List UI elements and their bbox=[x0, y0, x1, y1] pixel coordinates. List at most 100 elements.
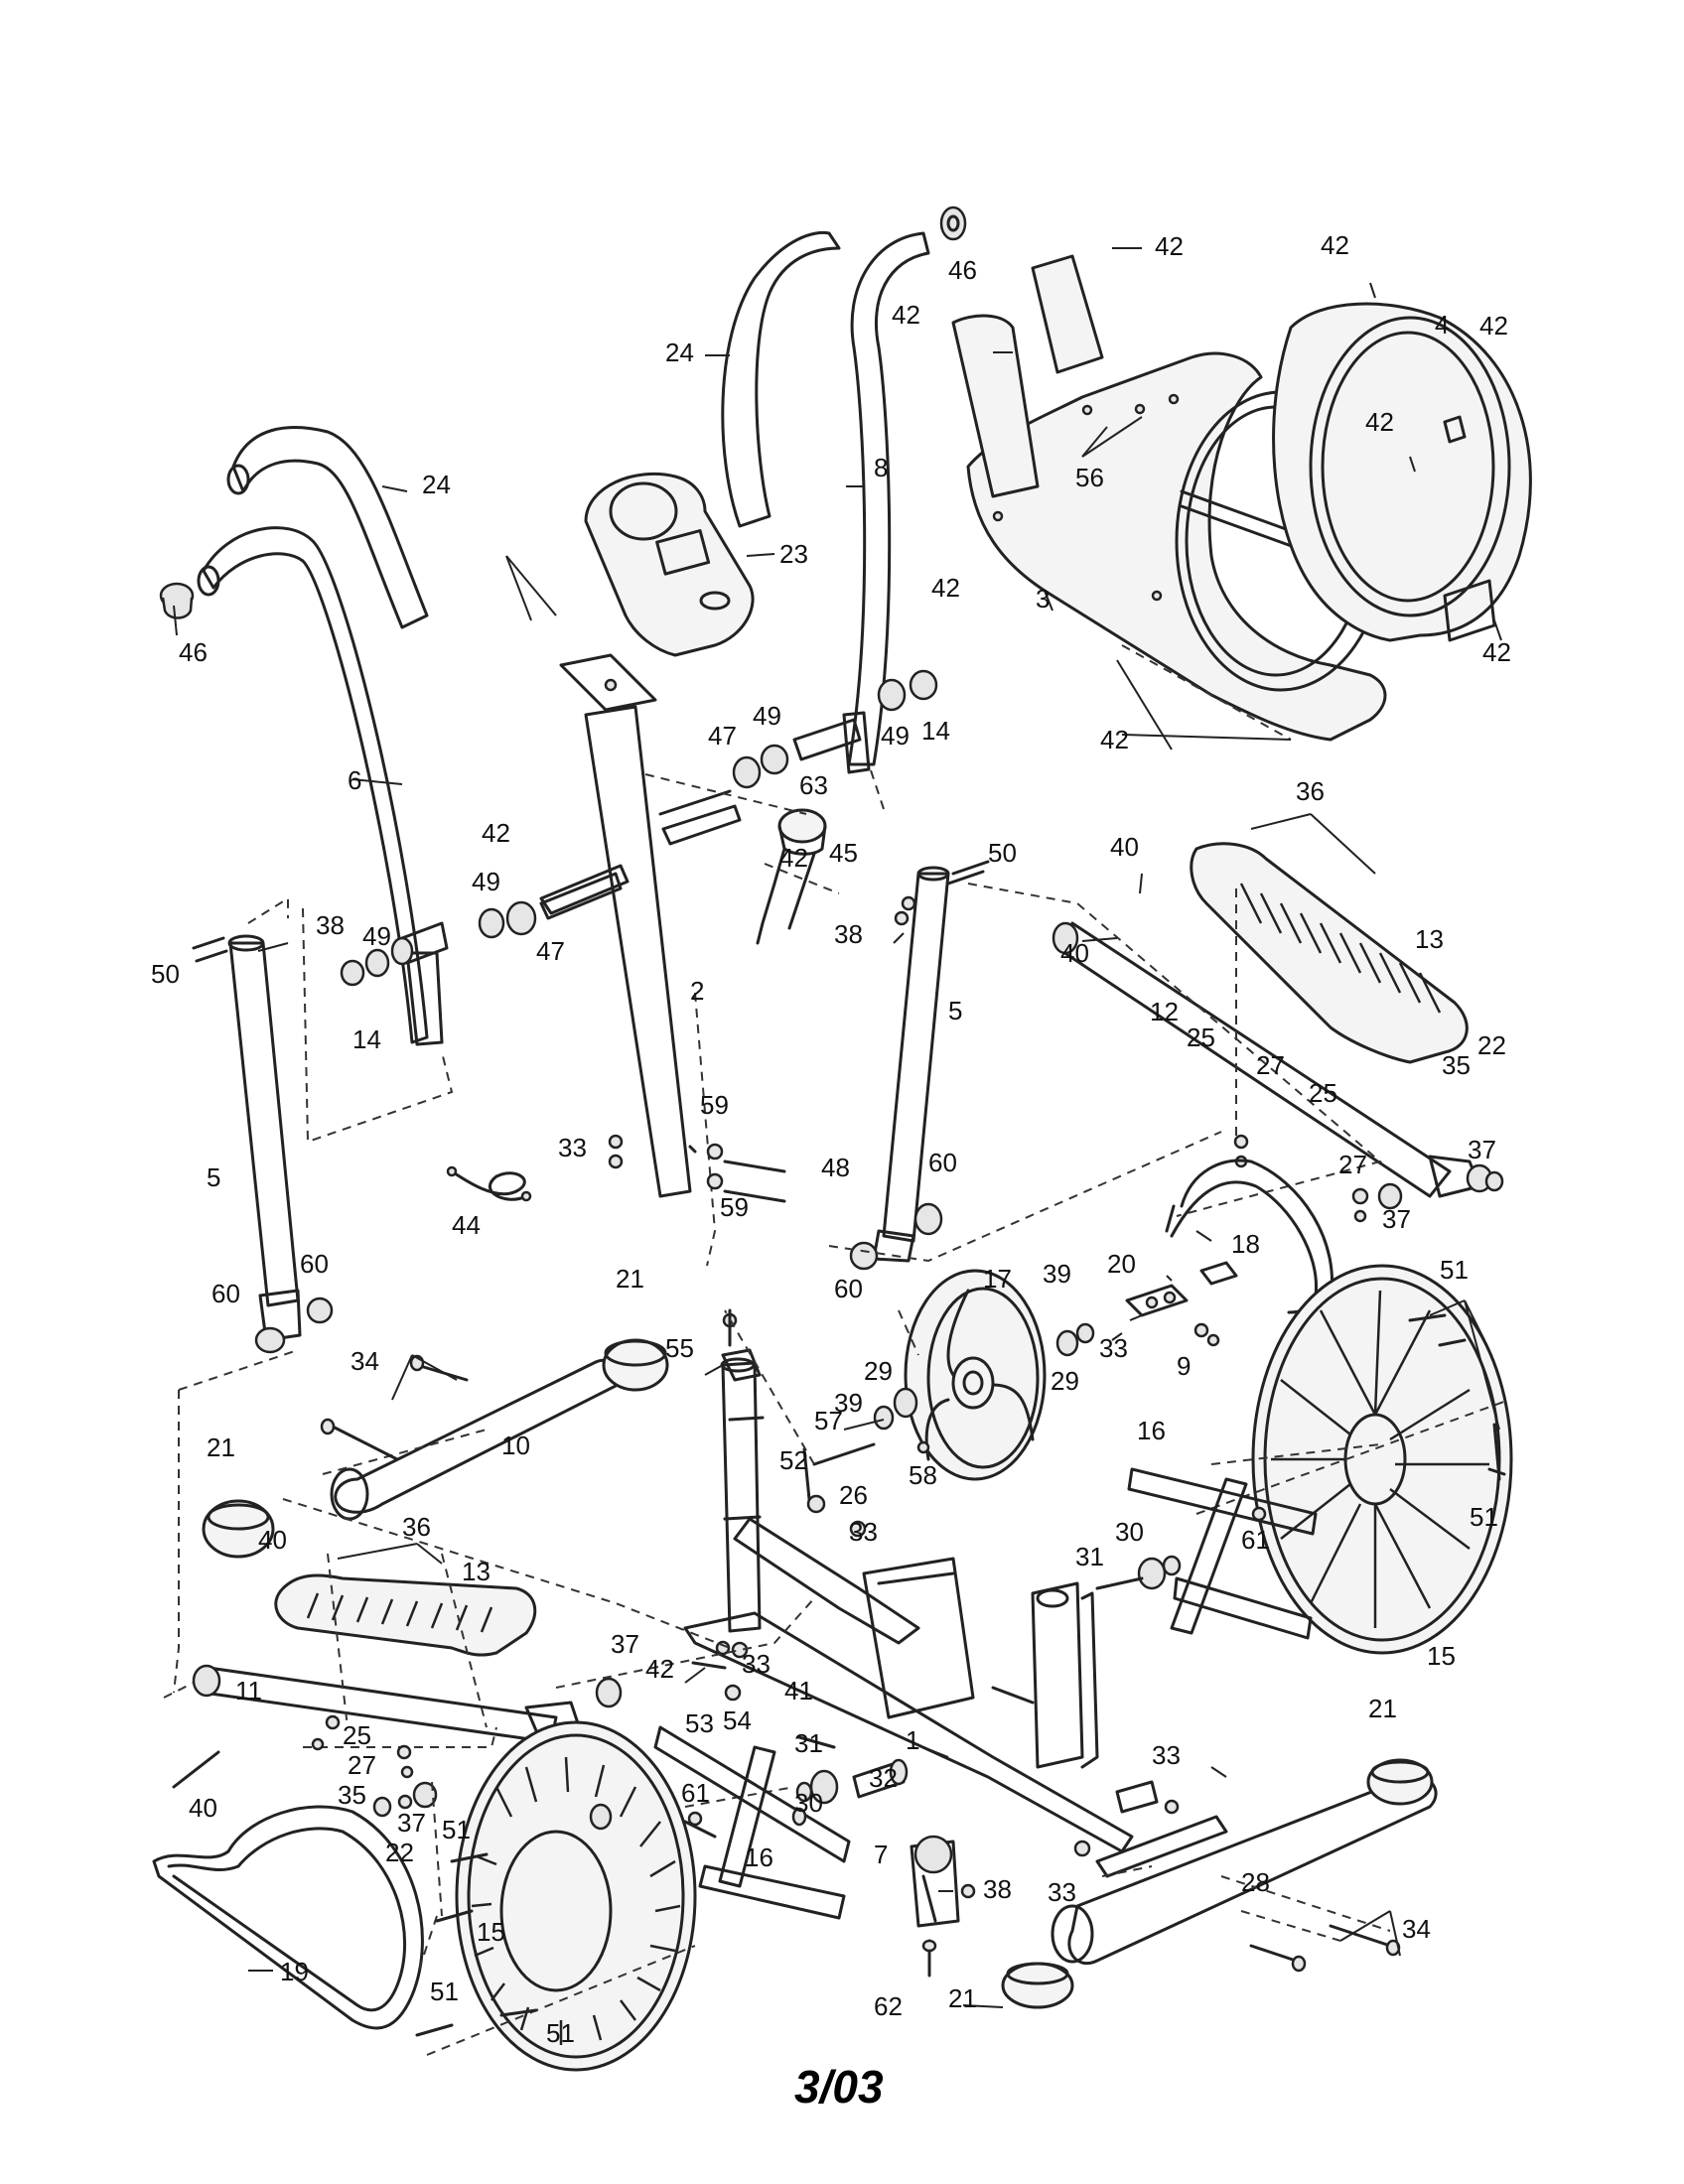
callout-46-right: 46 bbox=[948, 255, 977, 285]
bearing-left bbox=[683, 1807, 807, 1839]
callout-13-right: 13 bbox=[1415, 924, 1444, 954]
callout-7: 7 bbox=[874, 1840, 888, 1869]
callout-21-top: 21 bbox=[616, 1264, 644, 1294]
callout-40-a: 40 bbox=[1110, 832, 1139, 862]
frame-hardware bbox=[691, 1447, 867, 1749]
bolts-34 bbox=[320, 1354, 469, 1461]
callout-54: 54 bbox=[723, 1706, 752, 1735]
axle-right-upper bbox=[658, 669, 938, 816]
callout-18: 18 bbox=[1231, 1229, 1260, 1259]
idler-bracket bbox=[910, 1835, 976, 1978]
callout-42-d: 42 bbox=[1479, 311, 1508, 341]
callout-12: 12 bbox=[1150, 997, 1179, 1026]
callout-31-right: 31 bbox=[1075, 1542, 1104, 1571]
stabilizer-bolts bbox=[1249, 1924, 1401, 1973]
cable bbox=[446, 1165, 532, 1202]
callout-42-h: 42 bbox=[1100, 725, 1129, 754]
lower-arm-right bbox=[849, 866, 950, 1271]
callout-42-b: 42 bbox=[1321, 230, 1349, 260]
mast-hardware bbox=[608, 1134, 786, 1203]
flywheel-left bbox=[455, 1720, 697, 2072]
callout-52: 52 bbox=[779, 1445, 808, 1475]
callout-21-left: 21 bbox=[207, 1433, 235, 1462]
pedal-arm-right bbox=[1052, 921, 1481, 1198]
handlebar-grip-right bbox=[721, 230, 841, 528]
callout-31-lower: 31 bbox=[794, 1728, 823, 1758]
crossbar-2 bbox=[539, 804, 742, 915]
revision-date: 3/03 bbox=[794, 2061, 884, 2113]
pedal-left bbox=[274, 1573, 537, 1657]
callout-15-left: 15 bbox=[477, 1917, 505, 1947]
callout-30-right: 30 bbox=[1115, 1517, 1144, 1547]
lower-arm-left bbox=[227, 934, 334, 1354]
end-cap-right bbox=[939, 205, 967, 241]
callout-24-left: 24 bbox=[422, 470, 451, 499]
callout-41: 41 bbox=[784, 1676, 813, 1706]
callout-48: 48 bbox=[821, 1153, 850, 1182]
flywheel-right bbox=[1251, 1264, 1513, 1655]
pedal-right bbox=[1190, 842, 1469, 1064]
callout-37-left2: 37 bbox=[397, 1808, 426, 1838]
callout-36-right: 36 bbox=[1296, 776, 1325, 806]
callout-49-mid: 49 bbox=[472, 867, 500, 896]
callout-3: 3 bbox=[1036, 584, 1050, 614]
callout-8: 8 bbox=[874, 453, 888, 482]
callout-33-lower: 33 bbox=[742, 1649, 771, 1679]
callout-25-right: 25 bbox=[1187, 1023, 1215, 1052]
callout-27-left: 27 bbox=[348, 1750, 376, 1780]
callout-34-bottom: 34 bbox=[1402, 1914, 1431, 1944]
callout-13-left: 13 bbox=[462, 1557, 491, 1586]
callout-50-right: 50 bbox=[988, 838, 1017, 868]
drive-belt-lower bbox=[152, 1805, 424, 2030]
leader-lines bbox=[173, 247, 1502, 2008]
callout-38-right: 38 bbox=[834, 919, 863, 949]
callout-29-right: 29 bbox=[1051, 1366, 1079, 1396]
crank-axle bbox=[795, 1758, 909, 1805]
callout-16-lower: 16 bbox=[745, 1843, 773, 1872]
callout-42-handle: 42 bbox=[482, 818, 510, 848]
callout-39-mid: 39 bbox=[834, 1388, 863, 1418]
callout-47-mid: 47 bbox=[536, 936, 565, 966]
callout-21-bottom: 21 bbox=[948, 1983, 977, 2013]
callout-51-left: 51 bbox=[442, 1815, 471, 1844]
bracket-20 bbox=[1125, 1261, 1238, 1347]
callout-23: 23 bbox=[779, 539, 808, 569]
callout-22-right: 22 bbox=[1477, 1030, 1506, 1060]
callout-44: 44 bbox=[452, 1210, 481, 1240]
pulley bbox=[904, 1269, 1047, 1481]
callout-51-bottom2: 51 bbox=[546, 2018, 575, 2048]
callout-61-lower: 61 bbox=[681, 1778, 710, 1808]
callout-33-bottom2: 33 bbox=[1048, 1877, 1076, 1907]
callout-55: 55 bbox=[665, 1333, 694, 1363]
callout-42-g: 42 bbox=[1482, 637, 1511, 667]
callout-58: 58 bbox=[909, 1460, 937, 1490]
callout-42-f: 42 bbox=[931, 573, 960, 603]
brace-right bbox=[1127, 1467, 1318, 1640]
callout-40-b: 40 bbox=[1060, 938, 1089, 968]
callout-1: 1 bbox=[906, 1725, 919, 1755]
callout-14-right: 14 bbox=[921, 716, 950, 746]
callout-40-bottom: 40 bbox=[189, 1793, 217, 1823]
callout-11: 11 bbox=[235, 1676, 262, 1706]
callout-37-left: 37 bbox=[611, 1629, 639, 1659]
callout-17: 17 bbox=[983, 1264, 1012, 1294]
axle-hardware-left bbox=[340, 872, 623, 987]
callout-38-left: 38 bbox=[316, 910, 345, 940]
callout-5-right: 5 bbox=[948, 996, 962, 1025]
handlebar-grip-left bbox=[226, 426, 429, 629]
front-post-shroud bbox=[951, 254, 1104, 498]
callout-40-left: 40 bbox=[258, 1525, 287, 1555]
pulley-bearings bbox=[812, 1322, 1095, 1466]
callout-34-top: 34 bbox=[351, 1346, 379, 1376]
callout-51-right: 51 bbox=[1470, 1502, 1498, 1532]
callout-4: 4 bbox=[1435, 310, 1449, 340]
callout-27-right: 27 bbox=[1256, 1050, 1285, 1080]
brace-left bbox=[653, 1725, 851, 1920]
callout-29-top: 29 bbox=[864, 1356, 893, 1386]
console bbox=[584, 472, 755, 657]
callout-35-right: 35 bbox=[1442, 1050, 1471, 1080]
callout-42-a: 42 bbox=[1155, 231, 1184, 261]
end-cap-left bbox=[159, 582, 195, 619]
callout-20: 20 bbox=[1107, 1249, 1136, 1279]
callout-32: 32 bbox=[869, 1763, 898, 1793]
